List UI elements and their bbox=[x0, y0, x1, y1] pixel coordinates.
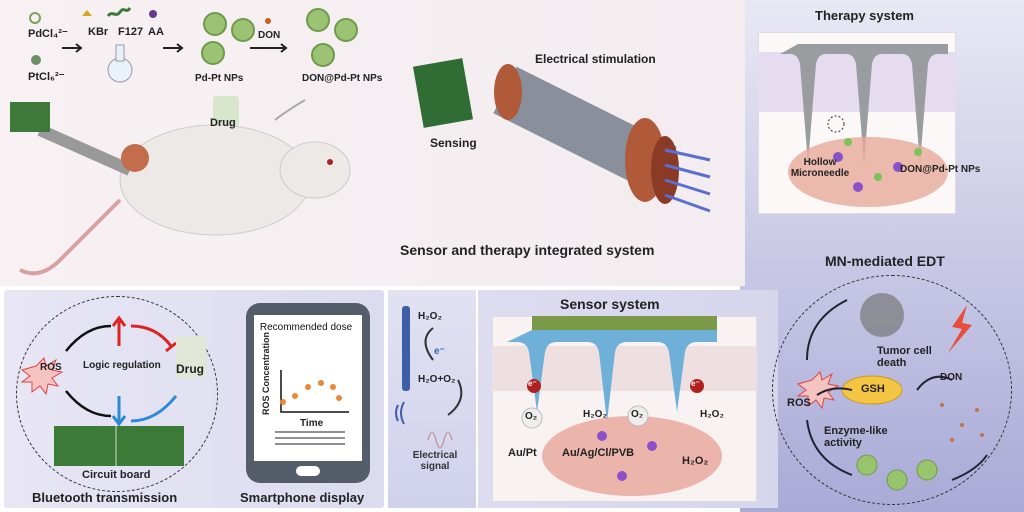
label-don-pdpt-nps: DON@Pd-Pt NPs bbox=[302, 73, 383, 84]
home-button[interactable] bbox=[296, 466, 320, 476]
label-tumor-cell-death: Tumor cell death bbox=[877, 345, 932, 369]
label-au-pt: Au/Pt bbox=[508, 447, 537, 459]
label-ros-logic: ROS bbox=[40, 362, 62, 373]
label-au-ag-cl-pvb: Au/Ag/Cl/PVB bbox=[562, 447, 635, 459]
bluetooth-title: Bluetooth transmission bbox=[32, 490, 178, 505]
label-electron-signal: e⁻ bbox=[434, 346, 445, 357]
label-electron-2: e⁻ bbox=[691, 379, 700, 388]
phone-header: Recommended dose bbox=[259, 322, 353, 333]
label-electron-1: e⁻ bbox=[528, 379, 537, 388]
label-h2o-o2: H₂O+O₂ bbox=[418, 374, 456, 385]
edt-title: MN-mediated EDT bbox=[825, 253, 945, 269]
integrated-system-title: Sensor and therapy integrated system bbox=[400, 242, 655, 258]
label-f127: F127 bbox=[118, 26, 144, 38]
label-kbr: KBr bbox=[88, 26, 109, 38]
label-aa: AA bbox=[148, 26, 164, 38]
label-don: DON bbox=[258, 30, 281, 41]
therapy-title: Therapy system bbox=[815, 8, 914, 23]
label-logic-regulation: Logic regulation bbox=[83, 360, 161, 371]
label-enzyme-like-activity: Enzyme-like activity bbox=[824, 425, 888, 449]
logic-circle bbox=[16, 296, 218, 492]
label-h2o2-1: H₂O₂ bbox=[583, 409, 607, 420]
label-drug: Drug bbox=[210, 117, 236, 129]
phone-ylabel: ROS Concentration bbox=[261, 331, 271, 415]
label-o2-2: O₂ bbox=[631, 409, 644, 420]
smartphone bbox=[246, 303, 370, 483]
sensor-title: Sensor system bbox=[560, 296, 660, 312]
label-electrical-stimulation: Electrical stimulation bbox=[535, 52, 656, 66]
label-ptcl6: PtCl₆²⁻ bbox=[28, 71, 65, 83]
phone-xlabel: Time bbox=[300, 418, 324, 429]
label-ros-edt: ROS bbox=[787, 397, 811, 409]
synthesis-illustration bbox=[10, 7, 711, 276]
sensor-illustration bbox=[492, 316, 757, 496]
label-sensing: Sensing bbox=[430, 136, 477, 150]
label-hollow-microneedle: Hollow Microneedle bbox=[790, 157, 850, 179]
edt-cycle-circle bbox=[772, 275, 1012, 505]
label-drug-logic: Drug bbox=[176, 362, 204, 376]
label-o2-1: O₂ bbox=[525, 411, 538, 422]
signal-illustration bbox=[395, 306, 463, 449]
edt-illustration bbox=[796, 293, 988, 491]
label-don-pdpt-therapy: DON@Pd-Pt NPs bbox=[900, 164, 981, 175]
label-gsh: GSH bbox=[861, 383, 885, 395]
label-pdpt-nps: Pd-Pt NPs bbox=[195, 73, 244, 84]
label-don-edt: DON bbox=[940, 372, 963, 383]
label-pdcl4: PdCl₄²⁻ bbox=[28, 28, 68, 40]
label-h2o2-2: H₂O₂ bbox=[700, 409, 724, 420]
label-electrical-signal: Electrical signal bbox=[412, 450, 458, 472]
logic-illustration bbox=[20, 315, 206, 466]
label-h2o2-3: H₂O₂ bbox=[682, 455, 709, 467]
smartphone-title: Smartphone display bbox=[240, 490, 365, 505]
phone-chart bbox=[275, 370, 349, 445]
label-h2o2-signal: H₂O₂ bbox=[418, 311, 442, 322]
therapy-illustration bbox=[758, 44, 956, 207]
label-circuit-board: Circuit board bbox=[82, 469, 151, 481]
